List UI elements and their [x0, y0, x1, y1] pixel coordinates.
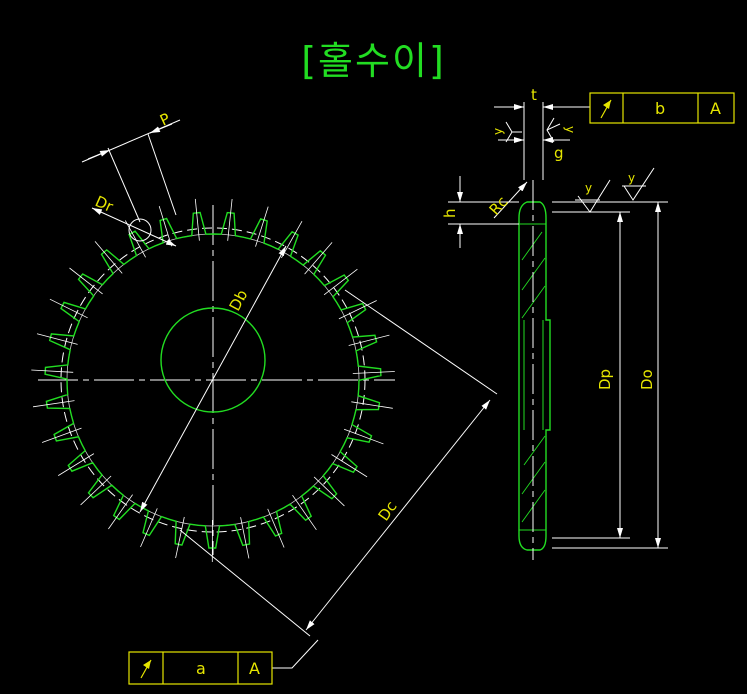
frame-bottom-box: [128, 651, 273, 685]
rc-leader-line: [493, 181, 528, 219]
tooth-center-line: [323, 268, 358, 296]
p-extension-line-1: [107, 147, 141, 223]
tooth-center-line: [348, 334, 390, 346]
runout-arrow-icon-top: [600, 99, 612, 119]
roughness-symbol-top-2: [622, 167, 655, 201]
tooth-center-line: [194, 198, 200, 241]
y-label-left: y: [491, 128, 505, 135]
p-label: P: [157, 109, 173, 129]
side-view: t g y y h Rc Dp Do: [441, 86, 735, 560]
tooth-center-line: [313, 476, 345, 507]
front-view: Db Dc P Dr a A: [31, 109, 498, 685]
dr-leader-line: [91, 207, 177, 247]
frame-top-box: [589, 92, 735, 124]
roughness-symbol-right: [546, 117, 561, 143]
tooth-center-line: [140, 508, 158, 548]
tooth-center-line: [32, 400, 75, 408]
dc-dimension-line: [305, 399, 491, 631]
p-arrow-left: [87, 149, 111, 160]
tooth-center-line: [94, 241, 123, 274]
g-label: g: [554, 144, 564, 162]
tooth-center-line: [41, 427, 82, 443]
h-label: h: [441, 208, 459, 218]
tooth-center-line: [36, 333, 78, 345]
db-dimension-line: [139, 245, 287, 513]
tooth-center-line: [255, 206, 269, 247]
y-label-top-1: y: [585, 181, 592, 195]
y-label-right: y: [563, 126, 577, 133]
dp-label: Dp: [596, 369, 614, 390]
tooth-center-line: [49, 298, 88, 319]
tooth-center-line: [240, 517, 250, 559]
tooth-center-line: [69, 267, 103, 295]
dr-label: Dr: [92, 192, 116, 216]
side-body-outline: [518, 201, 551, 551]
dc-label: Dc: [375, 498, 401, 525]
pitch-circle: [60, 227, 366, 533]
tooth-center-line: [304, 242, 333, 275]
tooth-center-line: [57, 453, 95, 476]
frame-top-value: b: [655, 99, 665, 118]
tooth-center-line: [80, 475, 112, 506]
dc-extension-line-top: [344, 289, 498, 395]
db-label: Db: [226, 287, 252, 314]
y-label-top-2: y: [628, 171, 635, 185]
roughness-symbol-top-1: [575, 179, 611, 213]
do-label: Do: [638, 369, 656, 390]
tooth-center-line: [175, 516, 185, 559]
rc-label: Rc: [486, 193, 512, 219]
t-label: t: [531, 86, 537, 104]
runout-arrow-icon: [140, 659, 152, 679]
dc-extension-line-bottom: [179, 529, 311, 637]
tooth-center-line: [108, 494, 133, 530]
tooth-center-line: [338, 300, 377, 320]
frame-bottom-leader: [272, 639, 319, 669]
tooth-center-line: [31, 369, 74, 373]
frame-bottom-datum: A: [249, 659, 260, 678]
frame-bottom-value: a: [196, 659, 206, 678]
drawing-title: [홀수이]: [301, 39, 446, 83]
tooth-center-line: [351, 401, 393, 409]
p-extension-line-2: [147, 133, 177, 216]
roughness-symbol-left: [505, 121, 522, 143]
frame-top-datum: A: [710, 99, 721, 118]
tooth-center-line: [267, 508, 285, 548]
tooth-center-line: [227, 198, 233, 241]
p-arrow-right: [149, 123, 173, 134]
tooth-center-line: [352, 371, 395, 374]
